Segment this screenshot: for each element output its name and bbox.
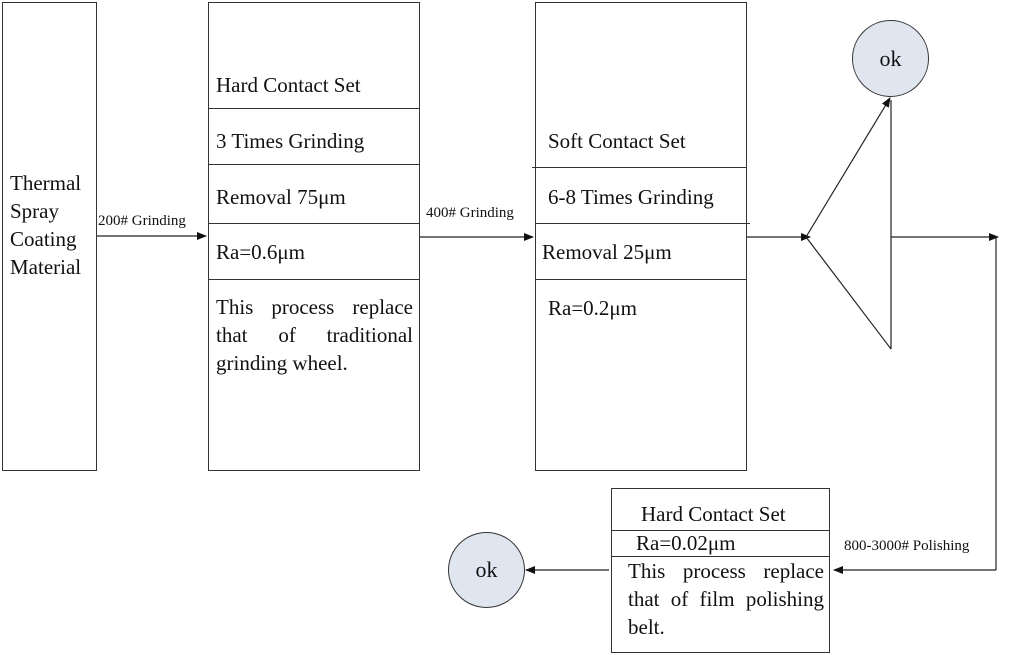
material-line-3: Coating bbox=[10, 227, 77, 251]
material-line-1: Thermal bbox=[10, 171, 82, 195]
stage3-ra: Ra=0.02μm bbox=[636, 531, 736, 555]
stage3-title: Hard Contact Set bbox=[641, 502, 786, 526]
stage2-divider-1 bbox=[532, 167, 746, 168]
stage3-divider-2 bbox=[612, 556, 829, 557]
branch-upper-line bbox=[805, 97, 891, 238]
stage1-grinding: 3 Times Grinding bbox=[216, 129, 365, 153]
material-line-2: Spray bbox=[10, 199, 59, 223]
stage3-divider-1 bbox=[612, 530, 829, 531]
stage2-ra: Ra=0.2μm bbox=[548, 296, 638, 320]
stage2-divider-2 bbox=[536, 223, 750, 224]
stage3-note: This process replace that of film polish… bbox=[628, 559, 824, 639]
material-line-4: Material bbox=[10, 255, 82, 279]
stage1-ra: Ra=0.6μm bbox=[216, 240, 306, 264]
ok-top-node: ok bbox=[852, 20, 929, 97]
stage1-box: Hard Contact Set 3 Times Grinding Remova… bbox=[208, 2, 420, 471]
stage1-removal: Removal 75μm bbox=[216, 185, 346, 209]
ok-bottom-node: ok bbox=[448, 532, 525, 608]
edge-label-200-grinding: 200# Grinding bbox=[98, 213, 186, 229]
stage2-box: Soft Contact Set 6-8 Times Grinding Remo… bbox=[532, 2, 750, 471]
stage1-divider-3 bbox=[209, 223, 419, 224]
stage3-box: Hard Contact Set Ra=0.02μm This process … bbox=[611, 488, 830, 653]
stage2-title: Soft Contact Set bbox=[548, 129, 686, 153]
stage1-title: Hard Contact Set bbox=[216, 73, 361, 97]
material-box: Thermal Spray Coating Material bbox=[2, 2, 97, 471]
stage2-grinding: 6-8 Times Grinding bbox=[548, 185, 714, 209]
stage1-note: This process replace that of traditional… bbox=[216, 295, 413, 375]
edge-label-polishing: 800-3000# Polishing bbox=[844, 538, 970, 554]
stage1-divider-4 bbox=[209, 279, 419, 280]
edge-label-400-grinding: 400# Grinding bbox=[426, 205, 514, 221]
stage2-divider-3 bbox=[536, 279, 746, 280]
stage1-divider-1 bbox=[209, 108, 419, 109]
branch-lower-line bbox=[805, 236, 892, 350]
stage1-divider-2 bbox=[209, 164, 419, 165]
stage2-removal: Removal 25μm bbox=[542, 240, 672, 264]
